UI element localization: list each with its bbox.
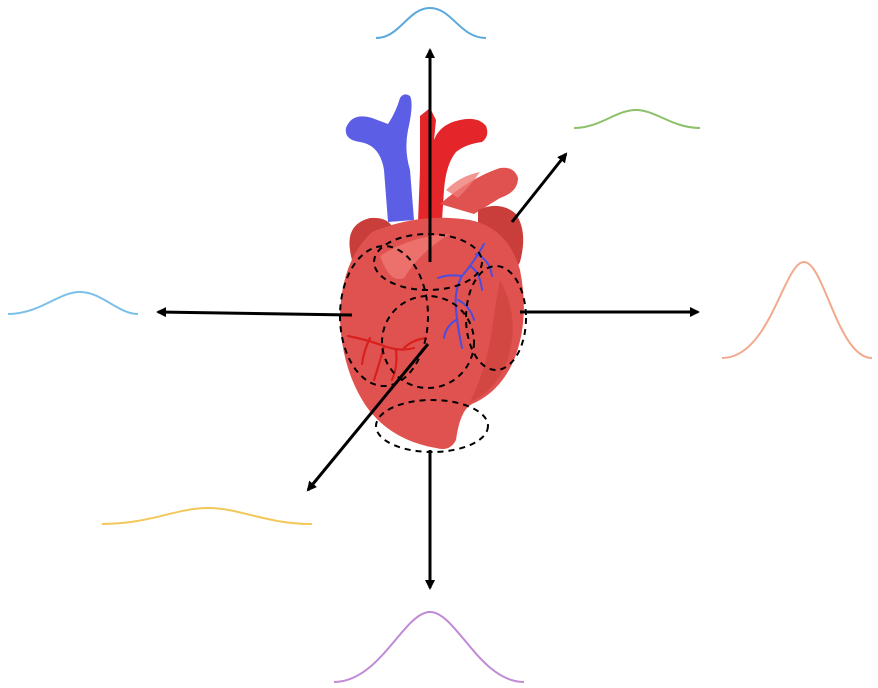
curve-down: [334, 612, 524, 682]
arrow-left: [158, 312, 352, 315]
curve-left: [8, 292, 138, 314]
curve-right: [722, 262, 872, 358]
curve-down-left: [102, 508, 312, 524]
vena-cava: [346, 94, 414, 222]
curve-up: [376, 8, 486, 38]
arrow-up-right: [512, 154, 566, 222]
curve-up-right: [574, 110, 700, 128]
heart-illustration: [340, 94, 524, 449]
